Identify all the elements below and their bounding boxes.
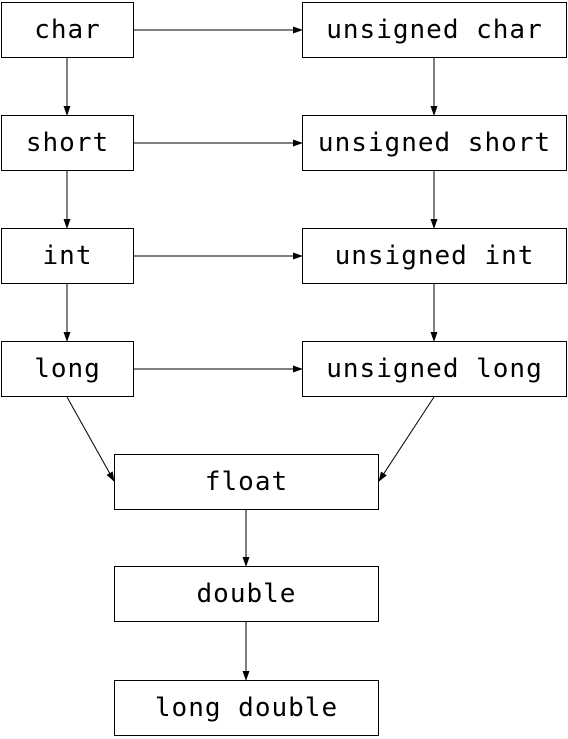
node-unsigned-char: unsigned char (302, 2, 567, 58)
node-int: int (1, 228, 134, 284)
node-char: char (1, 2, 134, 58)
node-long-double: long double (114, 680, 379, 736)
node-short: short (1, 115, 134, 171)
node-unsigned-long: unsigned long (302, 341, 567, 397)
edge-long-to-float (66, 396, 115, 482)
edge-unsigned-long-to-float (378, 396, 435, 482)
node-float: float (114, 454, 379, 510)
node-double: double (114, 566, 379, 622)
node-unsigned-short: unsigned short (302, 115, 567, 171)
node-long: long (1, 341, 134, 397)
node-unsigned-int: unsigned int (302, 228, 567, 284)
